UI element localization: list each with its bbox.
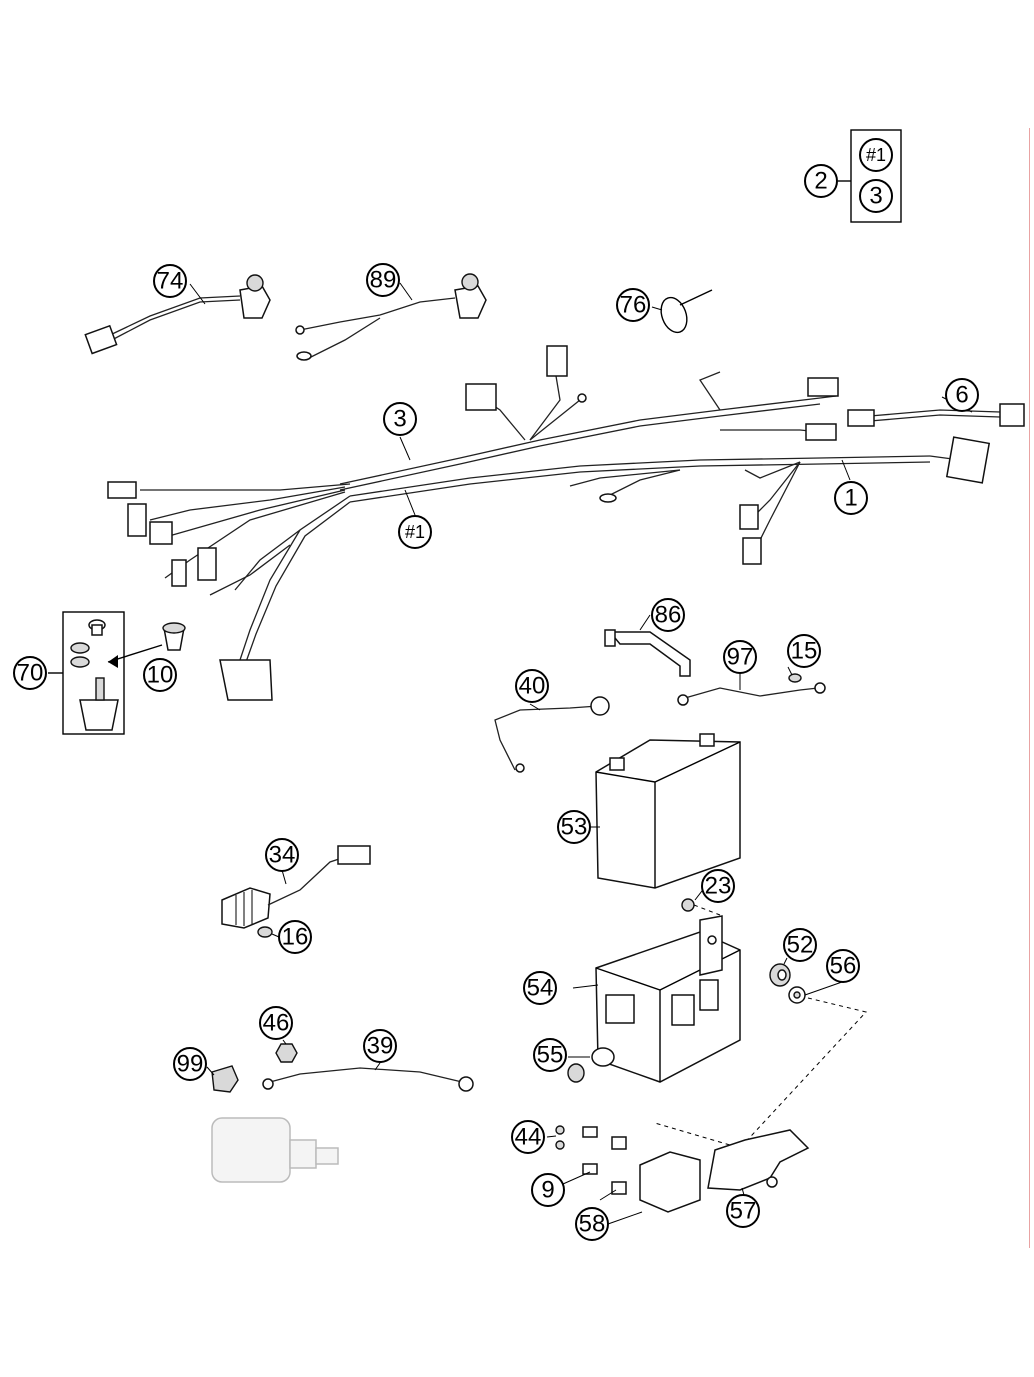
part-40-battery-cable[interactable] [494,696,610,773]
callout-74[interactable]: 74 [153,264,187,298]
svg-text:44: 44 [515,1124,542,1151]
callout-54[interactable]: 54 [523,971,557,1005]
callout-2[interactable]: 2 [804,164,838,198]
callout-89[interactable]: 89 [366,263,400,297]
svg-text:57: 57 [730,1198,757,1225]
callout-53[interactable]: 53 [557,810,591,844]
part-55-bushing[interactable] [567,1047,615,1083]
callout-46[interactable]: 46 [259,1006,293,1040]
svg-text:70: 70 [17,660,44,687]
kit-box [838,129,902,223]
part-86-strap[interactable] [604,629,691,677]
part-89-switch[interactable] [295,273,487,361]
part-52-grommet[interactable] [769,963,791,987]
svg-text:39: 39 [367,1033,394,1060]
svg-text:10: 10 [147,662,174,689]
callout-h1[interactable]: #1 [398,515,432,549]
part-57-bracket[interactable] [707,1129,810,1191]
callout-23[interactable]: 23 [701,869,735,903]
part-15-screw[interactable] [788,673,802,683]
starter-motor [211,1117,339,1183]
callout-57[interactable]: 57 [726,1194,760,1228]
callout-kit-3[interactable]: 3 [859,179,893,213]
part-70-10-detail[interactable] [48,611,186,735]
svg-text:52: 52 [787,932,814,959]
part-23-screw[interactable] [681,898,721,916]
assembly-dashed-line [654,997,867,1149]
part-99-cap[interactable] [211,1065,239,1093]
callout-9[interactable]: 9 [531,1173,565,1207]
svg-text:53: 53 [561,814,588,841]
svg-text:99: 99 [177,1051,204,1078]
svg-text:46: 46 [263,1010,290,1037]
svg-text:34: 34 [269,842,296,869]
part-44-screws[interactable] [555,1125,565,1150]
callout-40[interactable]: 40 [515,669,549,703]
callout-52[interactable]: 52 [783,928,817,962]
callout-55[interactable]: 55 [533,1038,567,1072]
callout-99[interactable]: 99 [173,1047,207,1081]
svg-text:1: 1 [844,485,857,512]
part-76-cable-tie[interactable] [657,289,713,336]
svg-text:2: 2 [814,168,827,195]
callout-58[interactable]: 58 [575,1207,609,1241]
page-edge-line [1029,128,1030,1248]
part-54-battery-box[interactable] [595,915,741,1083]
callout-6[interactable]: 6 [945,378,979,412]
svg-text:58: 58 [579,1211,606,1238]
callout-10[interactable]: 10 [143,658,177,692]
callout-kit-h1[interactable]: #1 [859,138,893,172]
callout-56[interactable]: 56 [826,949,860,983]
callout-86[interactable]: 86 [651,598,685,632]
callout-39[interactable]: 39 [363,1029,397,1063]
callout-3[interactable]: 3 [383,402,417,436]
part-6-connector-lead[interactable] [847,403,1025,427]
svg-text:54: 54 [527,975,554,1002]
part-74-switch[interactable] [84,274,271,355]
callout-44[interactable]: 44 [511,1120,545,1154]
callout-1[interactable]: 1 [834,481,868,515]
part-56-washer[interactable] [788,986,806,1004]
svg-text:76: 76 [620,292,647,319]
svg-text:89: 89 [370,267,397,294]
callout-15[interactable]: 15 [787,634,821,668]
part-34-regulator[interactable] [221,845,371,929]
svg-text:15: 15 [791,638,818,665]
svg-text:86: 86 [655,602,682,629]
svg-text:55: 55 [537,1042,564,1069]
part-97-ground-cable[interactable] [677,682,826,706]
callout-16[interactable]: 16 [278,920,312,954]
part-16-screw[interactable] [257,926,273,938]
part-53-battery[interactable] [595,733,741,889]
svg-text:74: 74 [157,268,184,295]
svg-text:23: 23 [705,873,732,900]
callout-34[interactable]: 34 [265,838,299,872]
svg-text:9: 9 [541,1177,554,1204]
callout-76[interactable]: 76 [616,288,650,322]
svg-text:3: 3 [869,183,882,210]
svg-text:6: 6 [955,382,968,409]
callout-70[interactable]: 70 [13,656,47,690]
part-9-fuses[interactable] [562,1126,598,1185]
svg-text:#1: #1 [866,145,886,165]
part-39-starter-cable[interactable] [262,1067,474,1092]
svg-text:97: 97 [727,644,754,671]
svg-text:3: 3 [393,406,406,433]
main-harness[interactable] [107,345,991,701]
svg-text:56: 56 [830,953,857,980]
svg-text:#1: #1 [405,522,425,542]
callout-97[interactable]: 97 [723,640,757,674]
svg-text:16: 16 [282,924,309,951]
part-58-relay[interactable] [599,1136,701,1225]
svg-text:40: 40 [519,673,546,700]
part-46-nut[interactable] [275,1043,298,1063]
